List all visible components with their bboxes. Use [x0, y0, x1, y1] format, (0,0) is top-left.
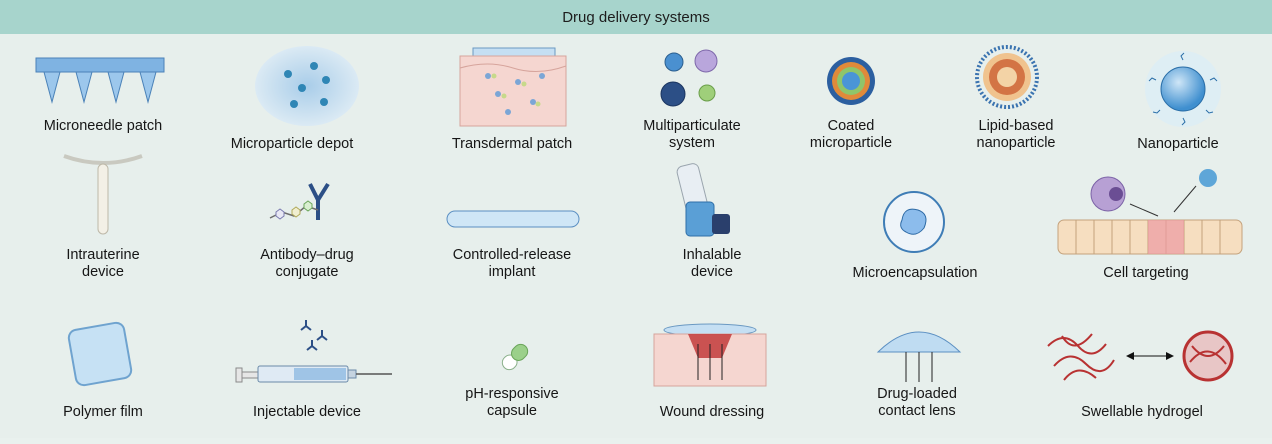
contact-lens-label: Drug-loaded contact lens [877, 386, 957, 419]
nanoparticle-icon [1145, 51, 1221, 127]
swellable-hydrogel-icon [1047, 330, 1234, 382]
inhalable-device-label: Inhalable device [682, 247, 742, 280]
microencapsulation-label: Microencapsulation [852, 265, 978, 281]
transdermal-patch-icon [459, 47, 567, 127]
cell-targeting-label: Cell targeting [1103, 265, 1189, 281]
lipid-nanoparticle-label: Lipid-based nanoparticle [976, 118, 1056, 151]
controlled-release-implant-icon [446, 210, 580, 228]
transdermal-patch-label: Transdermal patch [451, 136, 573, 152]
page-title: Drug delivery systems [562, 8, 710, 26]
injectable-device-label: Injectable device [252, 404, 361, 420]
polymer-film-label: Polymer film [63, 404, 143, 420]
nanoparticle-label: Nanoparticle [1137, 136, 1219, 152]
multiparticulate-system-icon [660, 49, 718, 107]
ph-capsule-label: pH-responsive capsule [465, 386, 559, 419]
inhalable-device-icon [676, 163, 730, 237]
antibody-drug-conjugate-label: Antibody–drug conjugate [260, 247, 354, 280]
intrauterine-device-label: Intrauterine device [66, 247, 140, 280]
header-banner: Drug delivery systems [0, 0, 1272, 34]
microparticle-depot-icon [255, 46, 359, 126]
intrauterine-device-icon [63, 154, 143, 235]
coated-microparticle-icon [827, 57, 875, 105]
microparticle-depot-label: Microparticle depot [230, 136, 354, 152]
injectable-device-icon [235, 320, 392, 383]
microencapsulation-icon [883, 191, 945, 253]
microneedle-patch-icon [35, 57, 165, 104]
microneedle-patch-label: Microneedle patch [43, 118, 163, 134]
wound-dressing-label: Wound dressing [659, 404, 765, 420]
controlled-release-implant-label: Controlled-release implant [452, 247, 572, 280]
polymer-film-icon [67, 321, 133, 387]
lipid-nanoparticle-icon [975, 45, 1039, 109]
coated-microparticle-label: Coated microparticle [809, 118, 893, 151]
multiparticulate-system-label: Multiparticulate system [643, 118, 741, 151]
contact-lens-icon [876, 331, 962, 382]
wound-dressing-icon [653, 323, 767, 387]
cell-targeting-icon [1057, 169, 1243, 255]
antibody-drug-conjugate-icon [269, 182, 330, 220]
swellable-hydrogel-label: Swellable hydrogel [1081, 404, 1203, 420]
ph-capsule-icon [501, 343, 529, 371]
